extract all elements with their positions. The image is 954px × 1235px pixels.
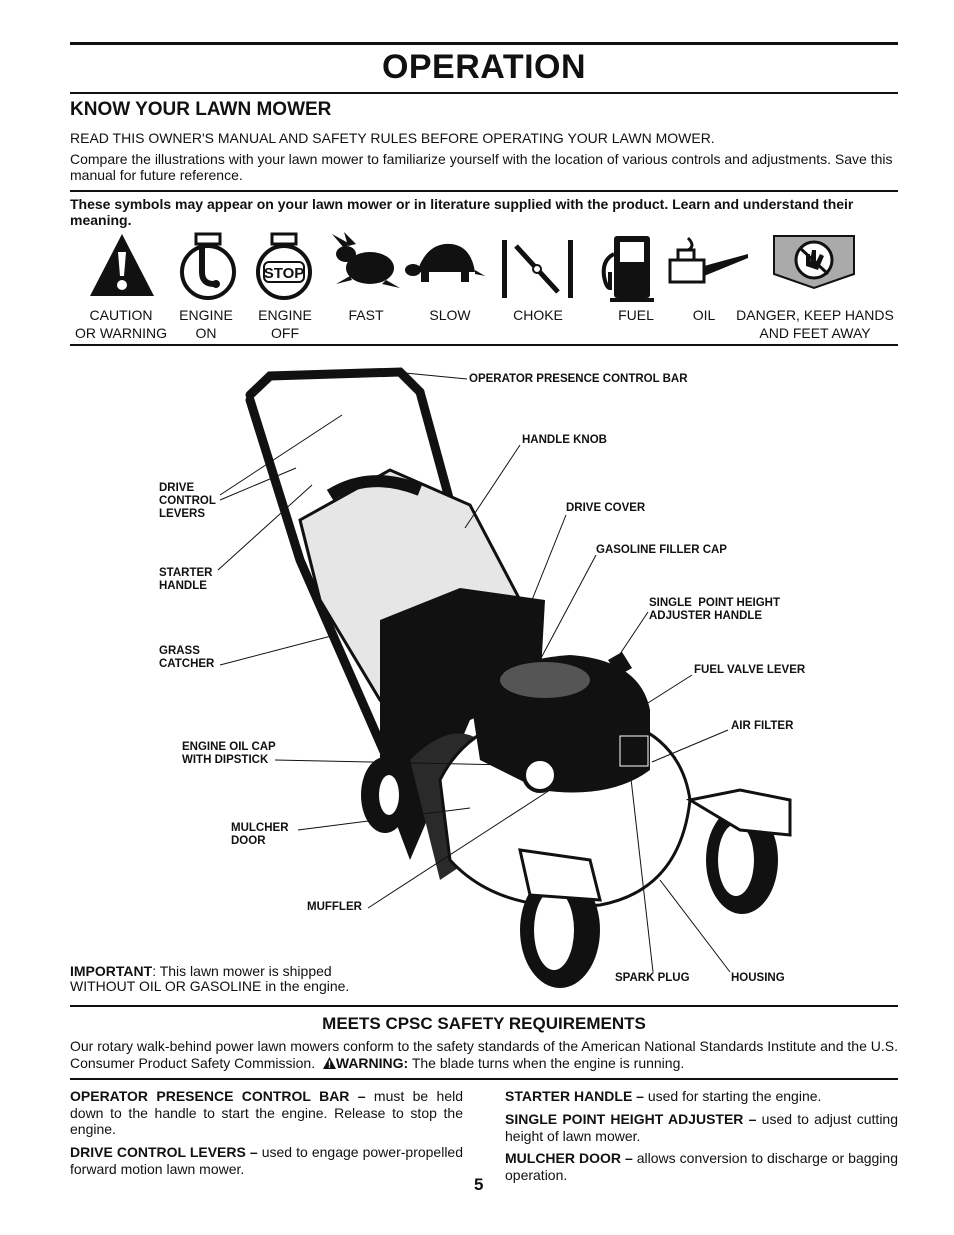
symbol-label-caution: CAUTION OR WARNING <box>74 307 168 341</box>
page-number: 5 <box>474 1175 484 1194</box>
def-term: STARTER HANDLE – <box>505 1088 644 1104</box>
symbols-top-rule <box>70 190 898 192</box>
important-text: : This lawn mower is shipped WITHOUT OIL… <box>70 963 350 994</box>
symbol-label-oil: OIL <box>692 307 716 323</box>
def-drive-levers: DRIVE CONTROL LEVERS – used to engage po… <box>70 1144 463 1177</box>
def-desc: must be held down to the handle to start… <box>70 1088 463 1137</box>
callout-gas-cap: GASOLINE FILLER CAP <box>596 544 727 556</box>
callout-height-adjuster: SINGLE POINT HEIGHT ADJUSTER HANDLE <box>649 597 780 622</box>
height-adjuster-knob <box>608 652 632 676</box>
danger-hands-feet-icon <box>773 235 855 290</box>
cpsc-heading: MEETS CPSC SAFETY REQUIREMENTS <box>322 1014 646 1033</box>
def-height-adjuster: SINGLE POINT HEIGHT ADJUSTER – used to a… <box>505 1111 898 1144</box>
slow-turtle-icon <box>405 243 485 282</box>
def-starter-handle: STARTER HANDLE – used for starting the e… <box>505 1088 898 1105</box>
def-mulcher-door: MULCHER DOOR – allows conversion to disc… <box>505 1150 898 1183</box>
def-desc: used for starting the engine. <box>643 1088 822 1104</box>
warning-label: WARNING: <box>335 1054 409 1071</box>
section-heading: KNOW YOUR LAWN MOWER <box>70 99 332 120</box>
callout-leader-lines <box>217 372 731 973</box>
def-desc: used to adjust cutting height of lawn mo… <box>505 1111 898 1144</box>
fast-rabbit-icon <box>332 232 400 288</box>
caution-warning-icon <box>90 234 154 296</box>
engine-off-icon: STOP <box>256 232 312 300</box>
callout-housing: HOUSING <box>731 972 785 984</box>
callout-starter-handle: STARTER HANDLE <box>159 567 213 592</box>
callout-drive-cover: DRIVE COVER <box>566 502 646 514</box>
def-term: SINGLE POINT HEIGHT ADJUSTER – <box>505 1111 757 1127</box>
oil-can-icon <box>668 236 748 284</box>
engine-block <box>470 655 650 793</box>
def-term: OPERATOR PRESENCE CONTROL BAR – <box>70 1088 366 1104</box>
intro-line-1: READ THIS OWNER'S MANUAL AND SAFETY RULE… <box>70 130 715 146</box>
definitions-top-rule <box>70 1078 898 1080</box>
cpsc-body: Our rotary walk-behind power lawn mowers… <box>70 1038 898 1071</box>
intro-line-2: Compare the illustrations with your lawn… <box>70 151 893 183</box>
symbol-label-fast: FAST <box>348 307 384 323</box>
def-term: MULCHER DOOR – <box>505 1150 633 1166</box>
choke-icon <box>502 240 573 298</box>
callout-spark-plug: SPARK PLUG <box>615 972 690 984</box>
callout-mulcher-door: MULCHER DOOR <box>231 822 289 847</box>
symbol-label-danger: DANGER, KEEP HANDS AND FEET AWAY <box>736 307 894 341</box>
callout-fuel-valve: FUEL VALVE LEVER <box>694 664 806 676</box>
cpsc-top-rule <box>70 1005 898 1007</box>
symbol-label-engine-off: ENGINE OFF <box>258 307 312 341</box>
front-right-wheel <box>685 788 792 914</box>
title-rule <box>70 92 898 94</box>
symbol-label-slow: SLOW <box>429 307 471 323</box>
stop-text: STOP <box>264 265 305 282</box>
callout-air-filter: AIR FILTER <box>731 720 794 732</box>
important-label: IMPORTANT <box>70 963 153 979</box>
callout-grass-catcher: GRASS CATCHER <box>159 645 215 670</box>
callout-handle-knob: HANDLE KNOB <box>522 434 607 446</box>
cpsc-text: Our rotary walk-behind power lawn mowers… <box>70 1038 900 1071</box>
front-left-wheel <box>518 848 602 988</box>
top-rule <box>70 42 898 45</box>
symbols-bottom-rule <box>70 344 898 346</box>
warning-triangle-icon <box>322 1056 336 1069</box>
callout-drive-levers: DRIVE CONTROL LEVERS <box>159 482 216 520</box>
symbols-intro: These symbols may appear on your lawn mo… <box>70 196 854 228</box>
symbol-label-fuel: FUEL <box>618 307 654 323</box>
def-term: DRIVE CONTROL LEVERS – <box>70 1144 258 1160</box>
def-desc: used to engage power-propelled forward m… <box>70 1144 464 1177</box>
symbol-label-engine-on: ENGINE ON <box>179 307 233 341</box>
warning-text: The blade turns when the engine is runni… <box>408 1054 685 1071</box>
def-desc: allows conversion to discharge or baggin… <box>505 1150 898 1183</box>
page-title: OPERATION <box>381 48 587 86</box>
symbol-label-choke: CHOKE <box>513 307 563 323</box>
def-operator-bar: OPERATOR PRESENCE CONTROL BAR – must be … <box>70 1088 463 1138</box>
callout-muffler: MUFFLER <box>307 901 362 913</box>
callout-operator-bar: OPERATOR PRESENCE CONTROL BAR <box>469 373 688 385</box>
fuel-pump-icon <box>601 236 654 302</box>
important-note: IMPORTANT: This lawn mower is shipped WI… <box>70 964 430 994</box>
callout-oil-cap: ENGINE OIL CAP WITH DIPSTICK <box>182 741 276 766</box>
engine-on-icon <box>180 232 236 300</box>
rear-wheel <box>361 757 409 833</box>
